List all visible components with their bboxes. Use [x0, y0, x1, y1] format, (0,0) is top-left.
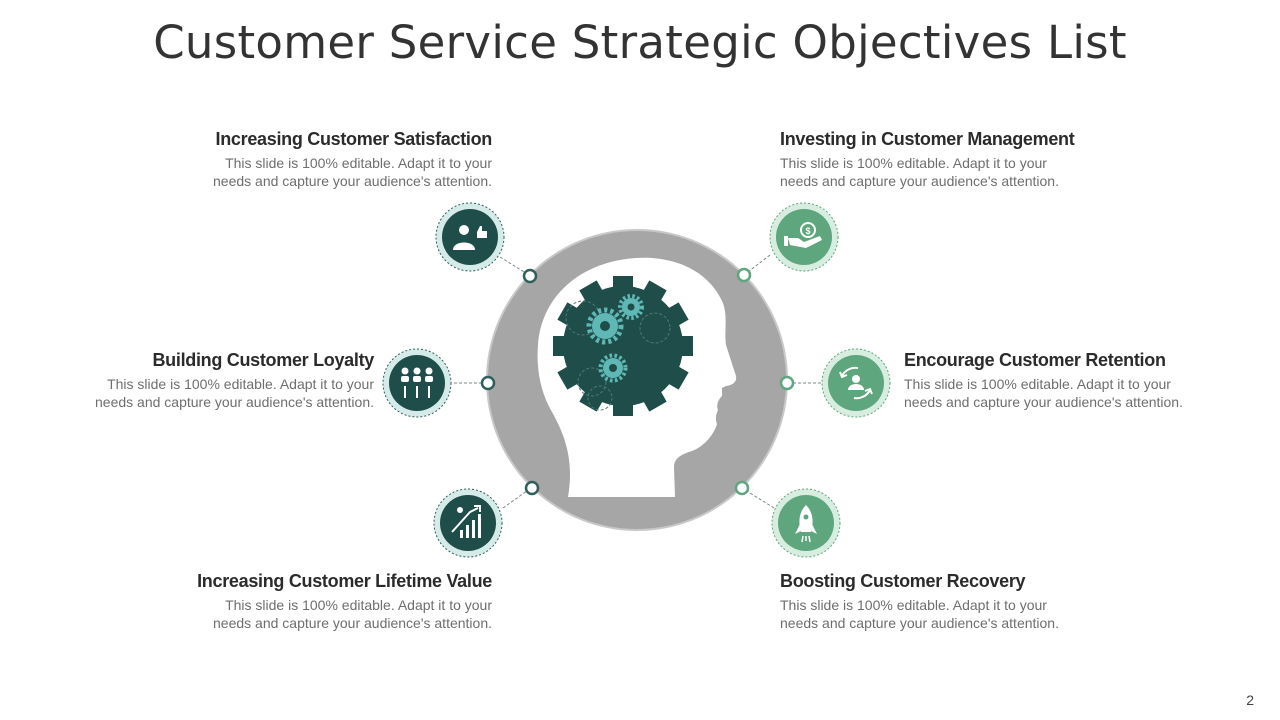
connector-dot [524, 480, 540, 496]
connector-dot [736, 267, 752, 283]
objective-description: This slide is 100% editable. Adapt it to… [780, 155, 1059, 189]
customer-thumbs-up-icon [435, 202, 505, 272]
objective-description: This slide is 100% editable. Adapt it to… [904, 376, 1183, 410]
people-group-icon [382, 348, 452, 418]
growth-chart-icon [433, 488, 503, 558]
objective-title: Increasing Customer Lifetime Value [197, 571, 492, 591]
objective-title: Investing in Customer Management [780, 129, 1075, 149]
objective-description: This slide is 100% editable. Adapt it to… [780, 597, 1059, 631]
user-cycle-icon [821, 348, 891, 418]
rocket-icon [771, 488, 841, 558]
connector-dot [480, 375, 496, 391]
page-number: 2 [1246, 692, 1254, 708]
objective-customer-retention: Encourage Customer Retention This slide … [904, 350, 1274, 411]
objective-title: Increasing Customer Satisfaction [215, 129, 493, 149]
objective-lifetime-value: Increasing Customer Lifetime Value This … [72, 571, 492, 632]
objective-building-loyalty: Building Customer Loyalty This slide is … [0, 350, 374, 411]
svg-text:$: $ [805, 226, 810, 236]
hand-money-icon: $ [769, 202, 839, 272]
objective-title: Building Customer Loyalty [152, 350, 374, 370]
connector-dot [779, 375, 795, 391]
objective-title: Boosting Customer Recovery [780, 571, 1026, 591]
brain-gear-icon [553, 276, 693, 416]
connector-dot [734, 480, 750, 496]
objective-customer-recovery: Boosting Customer Recovery This slide is… [780, 571, 1200, 632]
objective-title: Encourage Customer Retention [904, 350, 1166, 370]
objective-increasing-satisfaction: Increasing Customer Satisfaction This sl… [72, 129, 492, 190]
objective-description: This slide is 100% editable. Adapt it to… [213, 155, 492, 189]
objective-description: This slide is 100% editable. Adapt it to… [95, 376, 374, 410]
page-title: Customer Service Strategic Objectives Li… [153, 16, 1127, 69]
objective-description: This slide is 100% editable. Adapt it to… [213, 597, 492, 631]
objective-customer-management: Investing in Customer Management This sl… [780, 129, 1200, 190]
connector-dot [522, 268, 538, 284]
